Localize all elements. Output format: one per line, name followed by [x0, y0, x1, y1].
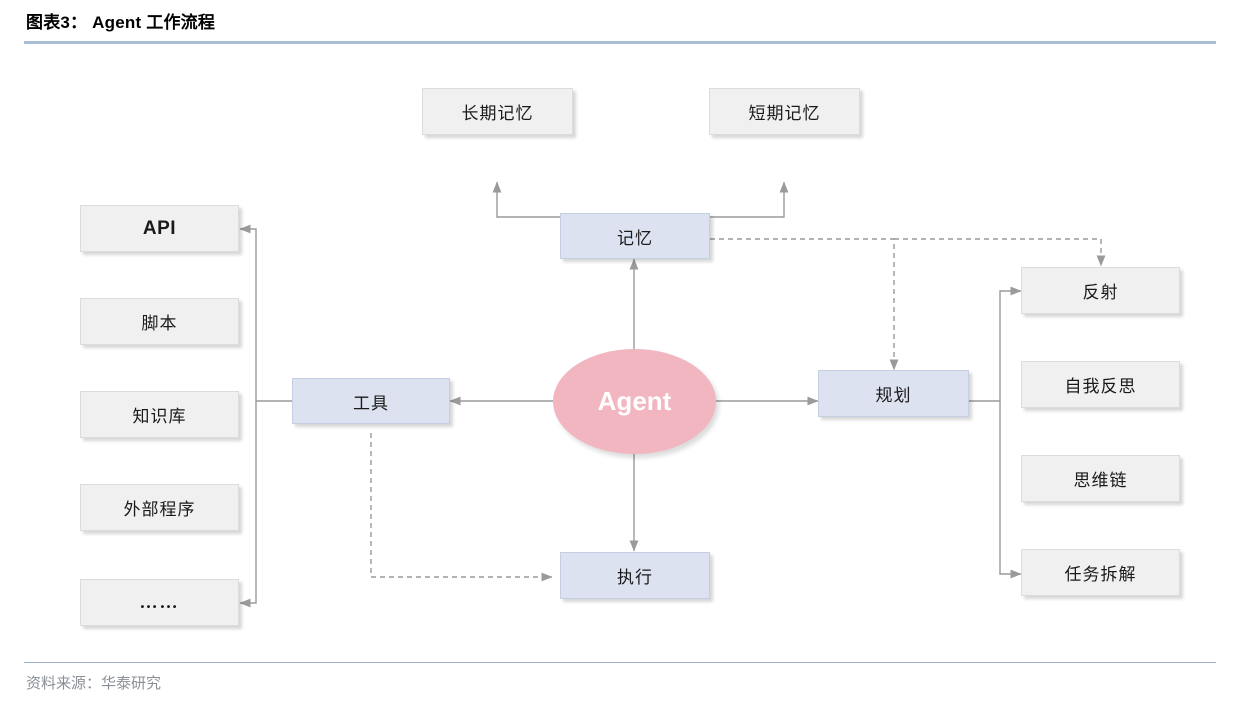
edge-tools-branch-bottom — [239, 401, 257, 608]
node-label: 长期记忆 — [461, 104, 534, 123]
node-label: 执行 — [617, 568, 653, 587]
node-label: 反射 — [1082, 283, 1119, 302]
edge-tools-execution-dashed — [370, 433, 553, 582]
node-task-decomposition[interactable]: 任务拆解 — [1021, 549, 1180, 596]
figure-source: 资料来源：华泰研究 — [26, 676, 162, 692]
node-memory[interactable]: 记忆 — [560, 213, 710, 259]
node-self-reflection[interactable]: 自我反思 — [1021, 361, 1180, 408]
flowchart-diagram: 长期记忆 短期记忆 记忆 API 脚本 知识库 外部程序 …… 工具 规划 执行… — [0, 44, 1239, 662]
node-label: …… — [139, 592, 180, 612]
node-label: 任务拆解 — [1064, 565, 1137, 584]
node-label: 自我反思 — [1064, 377, 1137, 396]
node-label: 脚本 — [141, 314, 178, 333]
node-more[interactable]: …… — [80, 579, 239, 626]
edge-memory-reflection-dashed — [894, 238, 1106, 267]
footer-divider — [24, 662, 1216, 663]
node-long-term-memory[interactable]: 长期记忆 — [422, 88, 573, 135]
title-divider — [24, 41, 1216, 44]
node-label: 工具 — [353, 393, 389, 413]
node-execution[interactable]: 执行 — [560, 552, 710, 599]
node-api[interactable]: API — [80, 205, 239, 252]
figure-header: 图表3： Agent 工作流程 — [0, 0, 1239, 44]
edge-memory-planning-dashed — [710, 238, 899, 371]
node-short-term-memory[interactable]: 短期记忆 — [709, 88, 860, 135]
node-external-program[interactable]: 外部程序 — [80, 484, 239, 531]
edge-tools-branch-spine — [239, 224, 292, 402]
node-reflection[interactable]: 反射 — [1021, 267, 1180, 314]
node-tools[interactable]: 工具 — [292, 378, 450, 424]
page-title: 图表3： Agent 工作流程 — [26, 13, 216, 32]
edge-planning-branch-bottom — [999, 401, 1022, 579]
node-label: API — [142, 217, 177, 239]
node-knowledge-base[interactable]: 知识库 — [80, 391, 239, 438]
node-planning[interactable]: 规划 — [818, 370, 969, 417]
node-label: 知识库 — [132, 407, 187, 426]
node-label: 规划 — [875, 386, 912, 405]
node-script[interactable]: 脚本 — [80, 298, 239, 345]
node-label: 思维链 — [1073, 471, 1128, 490]
edge-planning-branch-spine — [969, 286, 1022, 402]
node-agent[interactable]: Agent — [553, 349, 716, 454]
node-label: 短期记忆 — [748, 104, 821, 123]
edge-memory-branch-right — [634, 181, 789, 218]
node-chain-of-thought[interactable]: 思维链 — [1021, 455, 1180, 502]
node-label: 外部程序 — [123, 500, 196, 519]
node-label: 记忆 — [617, 228, 653, 248]
node-label: Agent — [597, 386, 672, 416]
